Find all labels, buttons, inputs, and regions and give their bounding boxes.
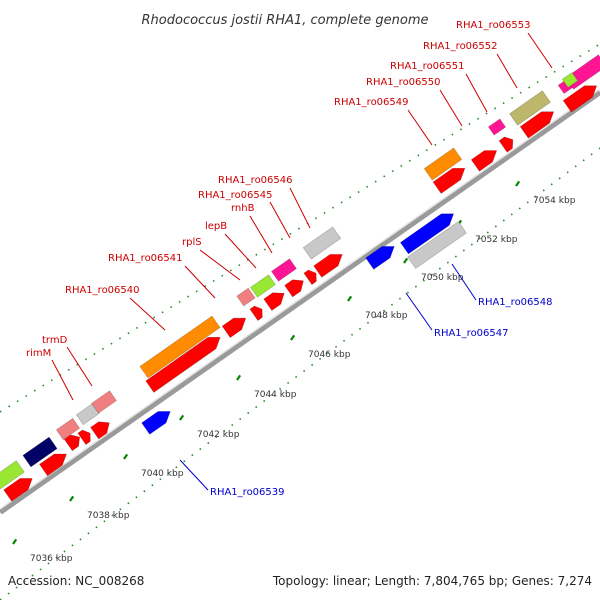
cds-arrow xyxy=(313,254,343,278)
cds-arrow xyxy=(263,292,285,311)
gene-label-top[interactable]: RHA1_ro06541 xyxy=(108,253,183,264)
ruler-tick-label: 7042 kbp xyxy=(197,430,240,440)
ruler-tick-label: 7036 kbp xyxy=(30,554,73,564)
gene-label-top[interactable]: RHA1_ro06551 xyxy=(390,61,465,72)
leader-line xyxy=(51,359,74,401)
ruler-tick xyxy=(347,295,353,302)
gene-feature-box xyxy=(423,147,463,181)
leader-line xyxy=(289,187,311,229)
gene-label-top[interactable]: RHA1_ro06540 xyxy=(65,285,140,296)
ruler-tick xyxy=(69,495,75,502)
gene-label-top[interactable]: RHA1_ro06550 xyxy=(366,77,441,88)
leader-line xyxy=(129,297,166,331)
ruler-tick-label: 7038 kbp xyxy=(87,511,130,521)
reverse-gene-box xyxy=(407,221,467,269)
leader-line xyxy=(451,263,477,301)
leader-line xyxy=(465,73,488,113)
gene-label-top[interactable]: trmD xyxy=(42,335,68,346)
gene-feature-box xyxy=(487,118,507,136)
leader-line xyxy=(179,459,209,491)
cds-arrow xyxy=(470,150,498,172)
gene-label-top[interactable]: RHA1_ro06553 xyxy=(456,20,531,31)
map-title: Rhodococcus jostii RHA1, complete genome xyxy=(142,13,429,28)
ruler-tick xyxy=(236,374,242,381)
cds-arrow xyxy=(39,453,67,477)
leader-line xyxy=(405,292,433,331)
gene-labels: rimM trmD RHA1_ro06540 RHA1_ro06541 rplSlepB… xyxy=(26,20,553,498)
leader-line xyxy=(184,265,216,299)
cds-arrow xyxy=(519,111,555,139)
cds-arrow xyxy=(221,317,247,339)
ruler-tick xyxy=(403,257,409,264)
leader-line xyxy=(224,233,257,269)
ruler-tick-label: 7044 kbp xyxy=(254,390,297,400)
gene-label-top[interactable]: RHA1_ro06546 xyxy=(218,175,293,186)
genome-backbone xyxy=(0,88,600,515)
ruler-tick-label: 7050 kbp xyxy=(421,273,464,283)
ruler-tick xyxy=(123,453,129,460)
cds-arrow xyxy=(432,168,466,194)
accession-text: Accession: NC_008268 xyxy=(8,574,144,588)
gene-label-top[interactable]: lepB xyxy=(205,221,227,232)
gene-label-top[interactable]: RHA1_ro06552 xyxy=(423,41,498,52)
ruler-tick-label: 7052 kbp xyxy=(475,235,518,245)
reverse-gene-box xyxy=(399,213,455,255)
ruler-tick-label: 7048 kbp xyxy=(365,311,408,321)
gene-feature-box xyxy=(509,90,551,126)
ruler-tick-label: 7040 kbp xyxy=(141,469,184,479)
gene-feature-box xyxy=(271,258,297,282)
gene-label-top[interactable]: rplS xyxy=(182,237,202,248)
leader-line xyxy=(496,53,518,89)
gene-feature-box xyxy=(91,390,117,414)
ruler-tick xyxy=(515,180,521,187)
kbp-ruler: 7036 kbp 7038 kbp 7040 kbp 7042 kbp 7044 kbp… xyxy=(12,180,576,564)
cds-arrow xyxy=(303,269,317,286)
cds-arrow xyxy=(284,279,304,298)
gene-track xyxy=(0,54,600,502)
gene-feature-box xyxy=(55,417,81,441)
gene-label-bottom[interactable]: RHA1_ro06539 xyxy=(210,487,285,498)
cds-arrow xyxy=(3,478,33,502)
cds-arrow xyxy=(249,305,263,322)
gene-feature-box xyxy=(250,274,276,298)
ruler-tick xyxy=(290,334,296,341)
gene-label-top[interactable]: rnhB xyxy=(231,203,255,214)
cds-arrow xyxy=(90,421,110,440)
gene-label-top[interactable]: rimM xyxy=(26,348,51,359)
gene-label-bottom[interactable]: RHA1_ro06548 xyxy=(478,297,553,308)
leader-line xyxy=(439,89,463,127)
gene-feature-box xyxy=(22,436,58,468)
leader-line xyxy=(66,346,93,387)
gene-feature-box xyxy=(139,315,221,379)
leader-line xyxy=(407,109,433,146)
genome-summary-text: Topology: linear; Length: 7,804,765 bp; … xyxy=(272,574,592,588)
ruler-tick-label: 7054 kbp xyxy=(533,196,576,206)
leader-line xyxy=(249,215,273,254)
reverse-gene-box xyxy=(141,411,171,435)
gene-label-top[interactable]: RHA1_ro06545 xyxy=(198,190,273,201)
gene-feature-box xyxy=(561,72,579,88)
ruler-tick xyxy=(12,538,18,545)
cds-arrow xyxy=(63,434,81,452)
cds-arrow xyxy=(77,429,91,446)
ruler-tick xyxy=(179,414,185,421)
cds-arrow xyxy=(498,136,514,153)
ruler-tick-label: 7046 kbp xyxy=(308,350,351,360)
gene-label-bottom[interactable]: RHA1_ro06547 xyxy=(434,328,509,339)
gene-feature-box xyxy=(236,287,256,307)
cds-arrow xyxy=(562,85,598,113)
leader-line xyxy=(199,249,241,281)
label-leaders xyxy=(51,32,553,491)
gene-label-top[interactable]: RHA1_ro06549 xyxy=(334,97,409,108)
cds-arrow xyxy=(145,336,221,393)
leader-line xyxy=(527,32,553,69)
reverse-gene-box xyxy=(365,246,395,270)
leader-line xyxy=(269,201,291,239)
gene-feature-box xyxy=(0,460,25,490)
gene-feature-box xyxy=(302,226,342,260)
